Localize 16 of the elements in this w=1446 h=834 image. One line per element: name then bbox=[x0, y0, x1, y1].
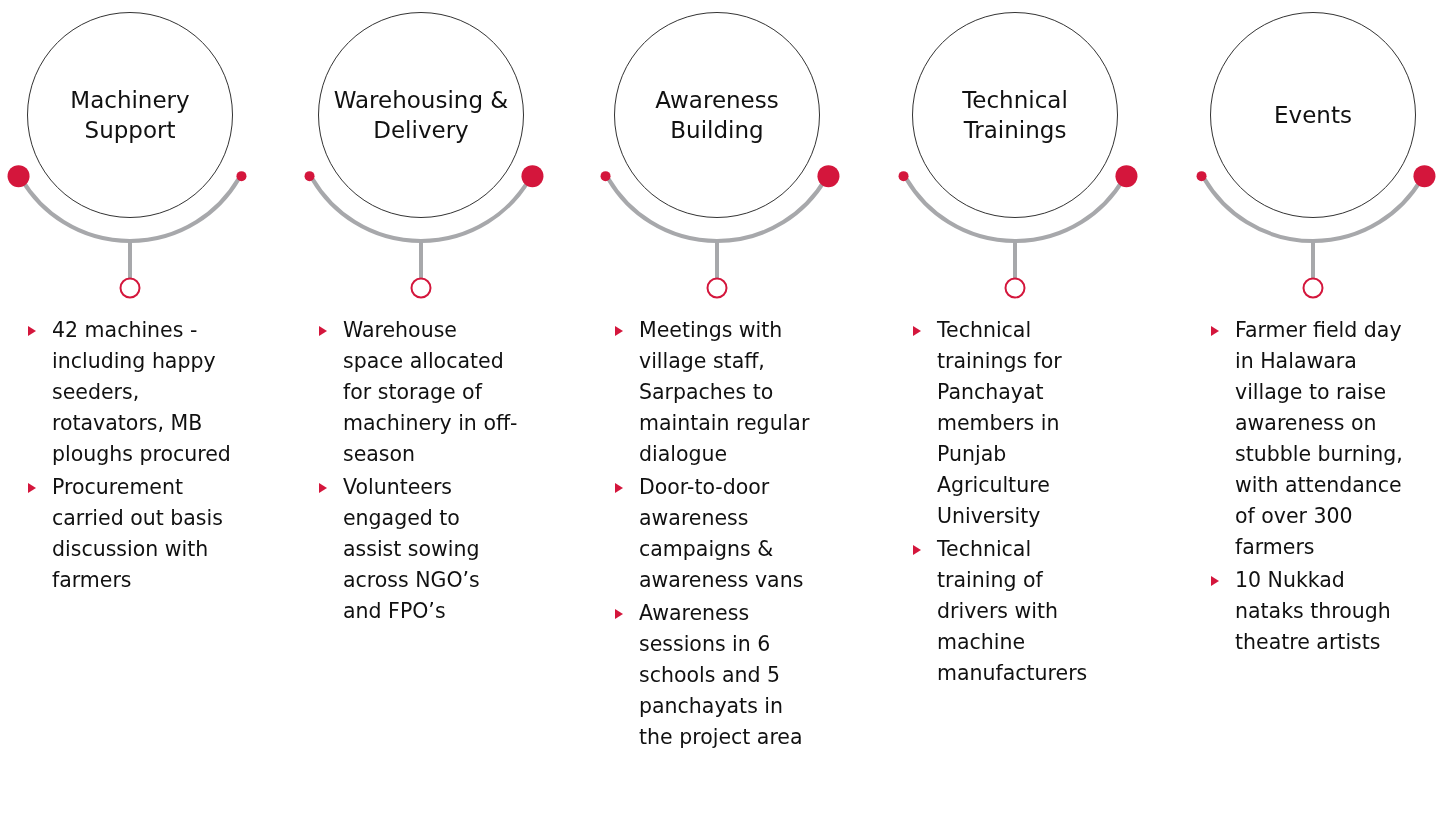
list-item-text: Technical training of drivers with machine manufacturers bbox=[937, 536, 1089, 687]
list-item-text: Farmer field day in Halawara village to raise awareness on stubble burning, with attendance of over 300 farmers bbox=[1235, 317, 1404, 561]
list-item-text: Technical trainings for Panchayat members in Punjab Agriculture University bbox=[937, 317, 1063, 530]
list-item-text: Warehouse space allocated for storage of machinery in off-season bbox=[343, 317, 519, 468]
list-item-text: Procurement carried out basis discussion with farmers bbox=[52, 474, 224, 594]
topic-title: Technical Trainings bbox=[961, 86, 1069, 145]
topic-title: Machinery Support bbox=[69, 86, 191, 145]
list-item-text: Meetings with village staff, Sarpaches to maintain regular dialogue bbox=[639, 317, 811, 468]
list-item-text: Door-to-door awareness campaigns & awareness vans bbox=[639, 474, 805, 594]
list-item-text: 10 Nukkad nataks through theatre artists bbox=[1235, 567, 1392, 656]
list-item-text: Volunteers engaged to assist sowing across NGO’s and FPO’s bbox=[343, 474, 481, 625]
topic-title: Awareness Building bbox=[654, 86, 780, 145]
topic-title: Events bbox=[1274, 101, 1352, 130]
list-item-text: 42 machines - including happy seeders, rotavators, MB ploughs procured bbox=[52, 317, 231, 468]
topic-title: Warehousing & Delivery bbox=[332, 86, 510, 145]
list-item-text: Awareness sessions in 6 schools and 5 panchayats in the project area bbox=[639, 600, 804, 751]
